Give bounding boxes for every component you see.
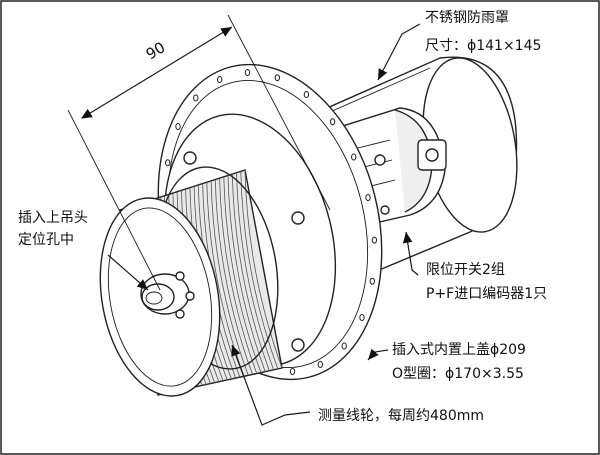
cover-note-line2: O型圈：ϕ170×3.55 <box>392 366 524 382</box>
cover-bolt <box>183 151 197 165</box>
limit-switch-note-line1: 限位开关2组 <box>426 262 505 278</box>
bolt-hole <box>217 76 223 83</box>
coil-groove <box>244 169 283 369</box>
coil-groove <box>214 179 253 375</box>
limit-switch-note-line2: P+F进口编码器1只 <box>426 286 547 302</box>
bolt-hole <box>329 118 336 126</box>
hanger-hub <box>140 271 195 319</box>
bolt-hole <box>303 91 310 98</box>
coil-groove <box>240 171 279 370</box>
bolt-hole <box>244 69 251 76</box>
cover-bolt <box>291 211 305 225</box>
bolt-hole <box>371 236 378 244</box>
coil-groove <box>210 180 249 376</box>
bolt-hole <box>165 159 171 167</box>
bolt-hole <box>351 153 357 161</box>
rain-cover-size: 尺寸：ϕ141×145 <box>425 38 541 54</box>
bolt-hole <box>365 194 371 202</box>
bolt-hole <box>317 361 323 368</box>
coil-groove <box>223 176 262 373</box>
bolt-hole <box>369 277 375 285</box>
hanger-note-line1: 插入上吊头 <box>18 210 88 226</box>
bolt-hole <box>193 94 199 102</box>
leader-lines <box>107 23 421 426</box>
rain-cover-title: 不锈钢防雨罩 <box>425 10 509 26</box>
wheel-note: 测量线轮，每周约480mm <box>318 408 484 424</box>
coil-groove <box>219 178 258 374</box>
callouts: 不锈钢防雨罩 尺寸：ϕ141×145 插入上吊头 定位孔中 限位开关2组 P+F… <box>18 10 547 424</box>
coil-groove <box>236 172 274 371</box>
cover-bolt <box>291 338 305 352</box>
bolt-hole <box>289 368 296 375</box>
bolt-hole <box>341 342 347 350</box>
cover-note-line1: 插入式内置上盖ϕ209 <box>392 342 526 358</box>
coil-groove <box>227 175 266 372</box>
bolt-hole <box>359 314 365 321</box>
bolt-hole <box>274 74 280 82</box>
bolt-hole <box>175 123 181 130</box>
coil-groove <box>231 174 270 371</box>
hanger-note-line2: 定位孔中 <box>18 232 74 248</box>
